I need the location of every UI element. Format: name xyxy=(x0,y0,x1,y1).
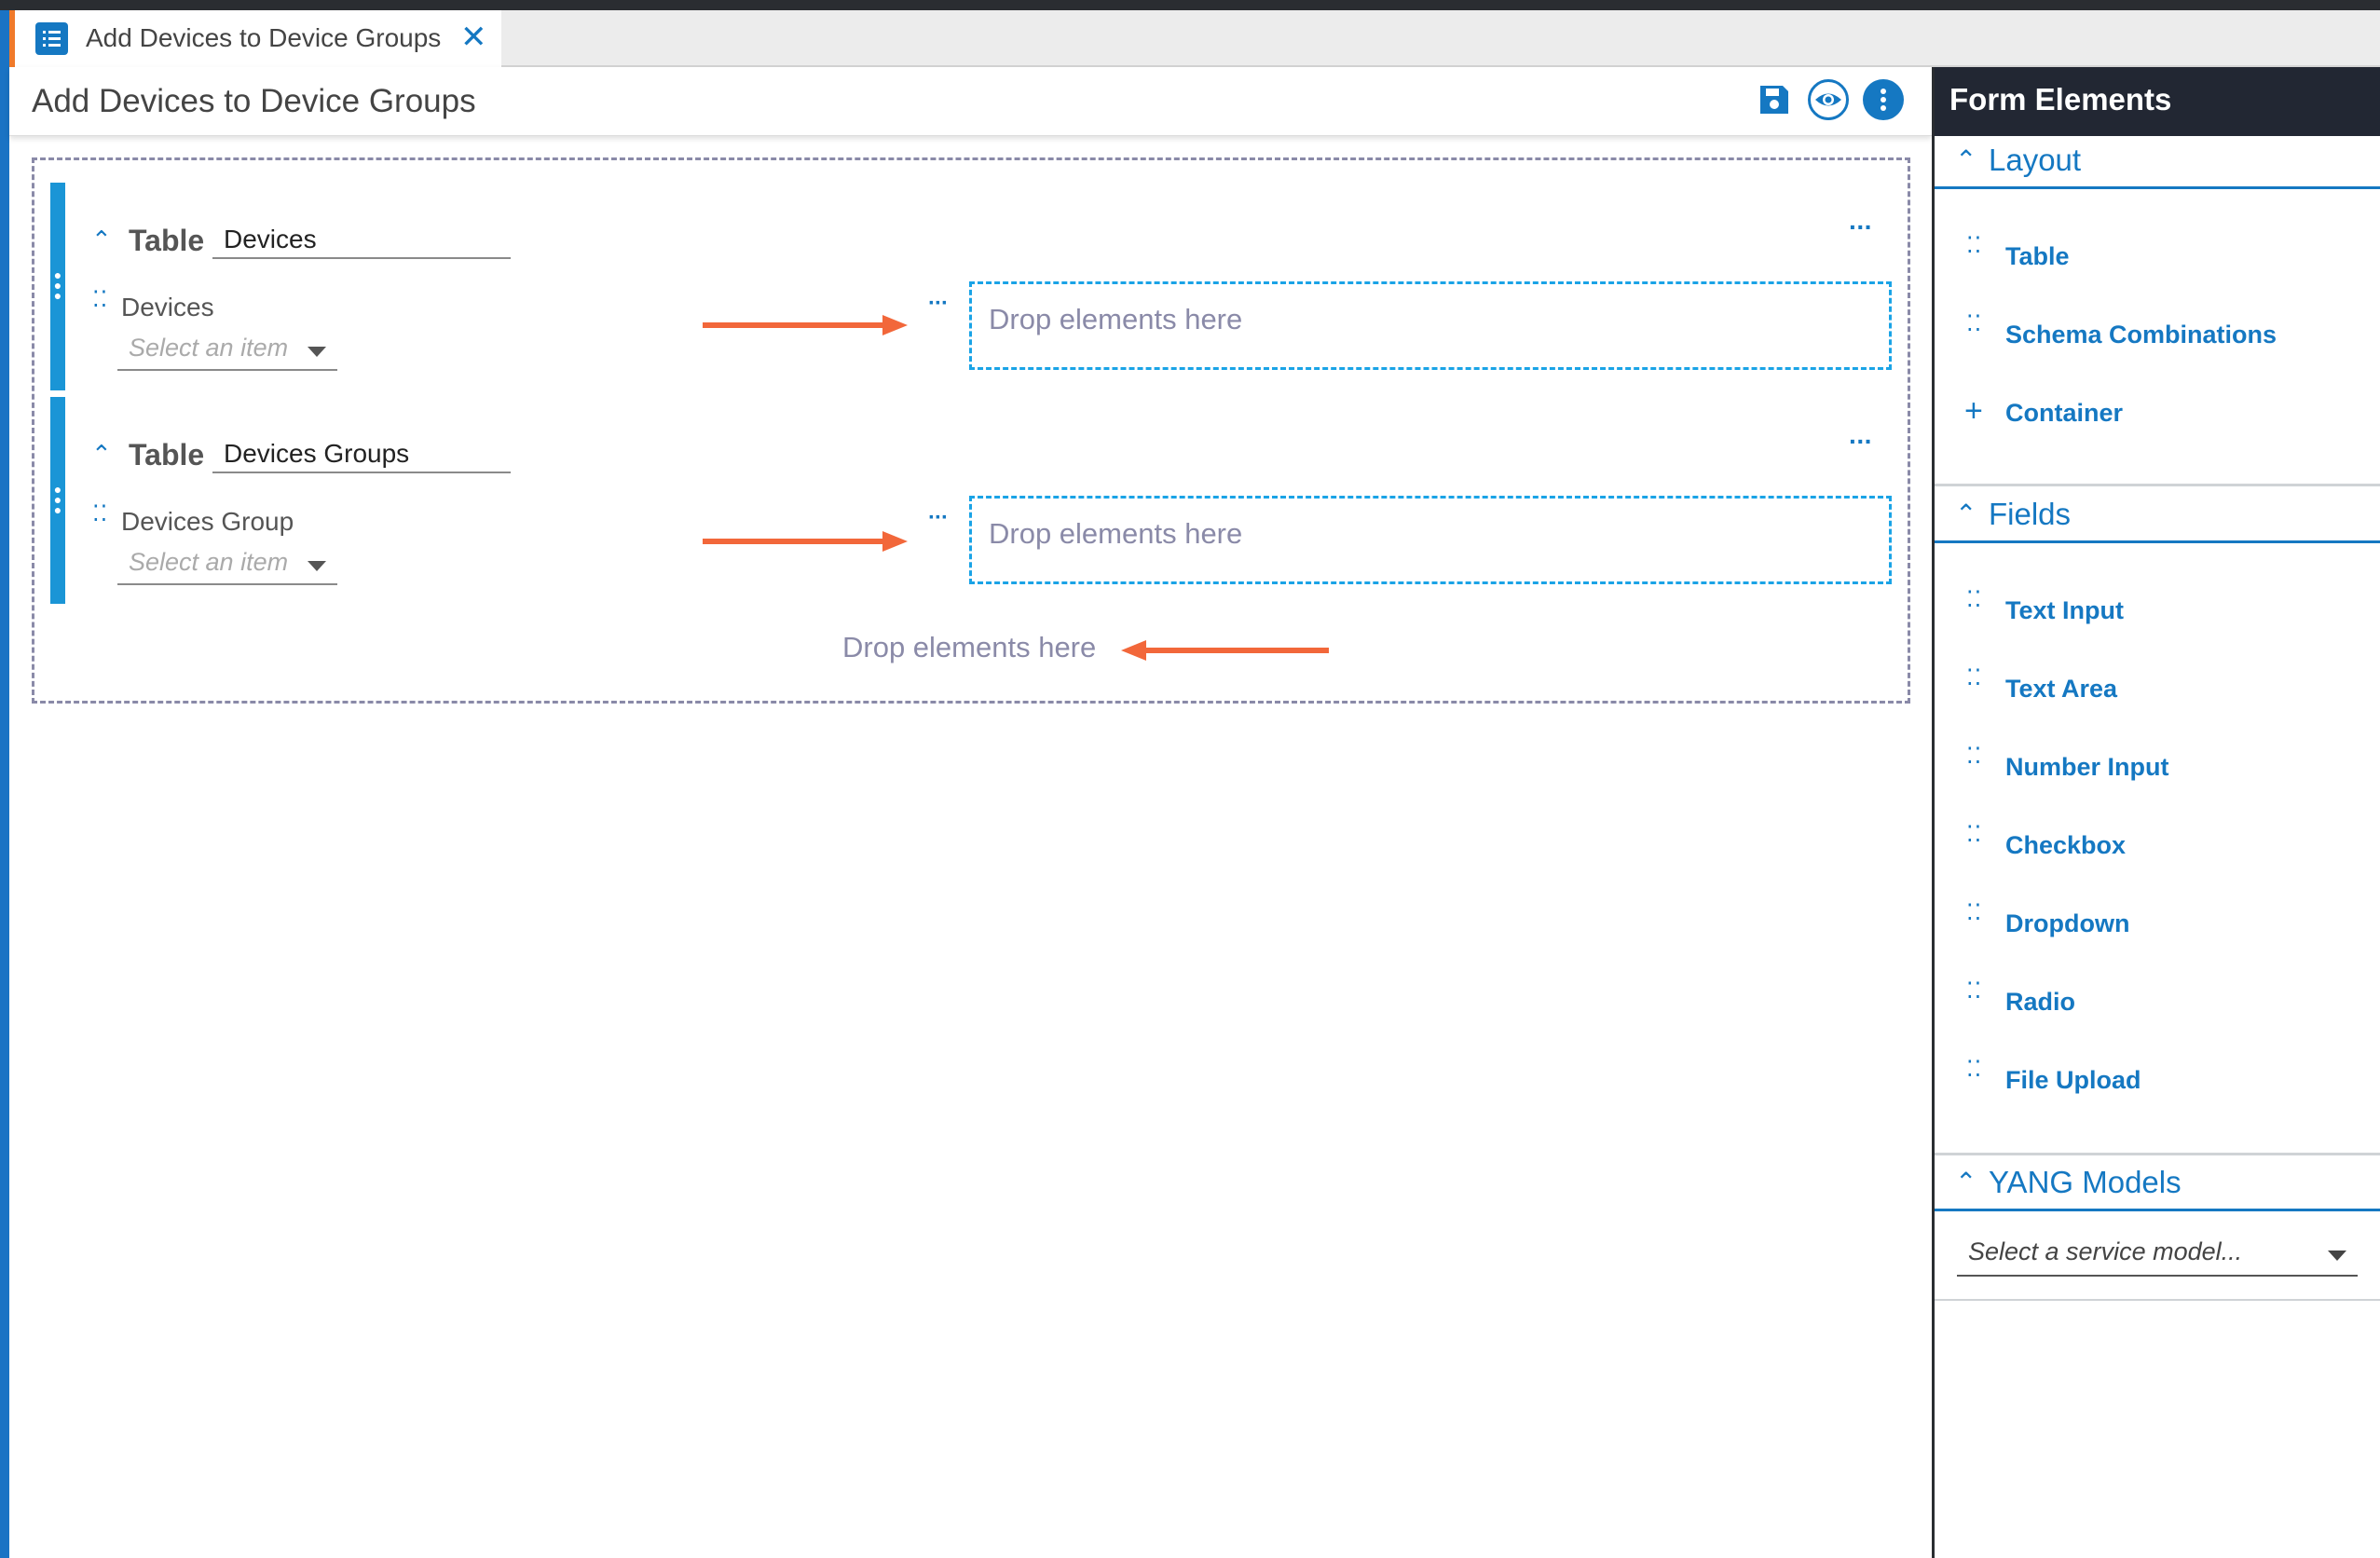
palette-item-label: Checkbox xyxy=(2005,831,2127,859)
palette-item-label: Schema Combinations xyxy=(2005,321,2277,348)
section-title: Fields xyxy=(1989,497,2072,531)
device-group-select[interactable]: Select an item xyxy=(117,546,337,585)
table-type-label: Table xyxy=(129,224,205,257)
collapse-chevron-icon[interactable]: ⌃ xyxy=(91,226,112,253)
section-layout-header[interactable]: ⌃ Layout xyxy=(1935,137,2380,189)
section-title: YANG Models xyxy=(1989,1165,2182,1199)
field-grip-icon[interactable]: ⁚⁚ xyxy=(92,287,109,312)
field-label: Devices xyxy=(121,293,214,321)
close-icon[interactable]: ✕ xyxy=(460,20,487,55)
palette-item-label: Container xyxy=(2005,399,2124,427)
select-placeholder: Select an item xyxy=(129,334,289,362)
drag-handle-icon[interactable]: ●●● xyxy=(53,267,62,303)
window-top-strip xyxy=(0,0,2380,10)
more-options-button[interactable] xyxy=(1863,79,1904,120)
select-placeholder: Select a service model... xyxy=(1968,1237,2243,1265)
drop-zone-text: Drop elements here xyxy=(989,517,1243,550)
grip-icon: ⁚⁚ xyxy=(1966,900,1983,925)
save-icon xyxy=(1760,86,1788,114)
panel-header xyxy=(1935,67,2380,136)
eye-icon xyxy=(1815,93,1841,106)
drop-zone[interactable]: Drop elements here xyxy=(969,281,1892,370)
palette-item-label: Number Input xyxy=(2005,753,2169,781)
collapse-chevron-icon[interactable]: ⌃ xyxy=(91,440,112,468)
grip-icon: ⁚⁚ xyxy=(1966,744,1983,769)
section-divider xyxy=(1935,484,2380,486)
field-more-icon[interactable]: ··· xyxy=(928,505,949,530)
caret-down-icon xyxy=(308,561,326,571)
section-divider xyxy=(1935,1299,2380,1301)
form-elements-panel xyxy=(1932,67,2380,1558)
tab-title: Add Devices to Device Groups xyxy=(86,23,442,52)
table-row-drag-bar[interactable] xyxy=(50,397,65,604)
table-row-drag-bar[interactable] xyxy=(50,183,65,390)
palette-item-label: Text Input xyxy=(2005,596,2124,624)
panel-title: Form Elements xyxy=(1949,82,2172,116)
service-model-select[interactable]: Select a service model... xyxy=(1957,1232,2358,1277)
section-divider xyxy=(1935,1153,2380,1155)
canvas-drop-text: Drop elements here xyxy=(842,631,1097,663)
form-canvas[interactable] xyxy=(32,157,1910,704)
editor-header xyxy=(9,67,1932,136)
drop-zone[interactable]: Drop elements here xyxy=(969,496,1892,584)
palette-item-label: Radio xyxy=(2005,988,2076,1016)
table-type-label: Table xyxy=(129,438,205,472)
section-title: Layout xyxy=(1989,143,2082,177)
chevron-up-icon: ⌃ xyxy=(1955,145,1977,174)
grip-icon: ⁚⁚ xyxy=(1966,822,1983,847)
page-title: Add Devices to Device Groups xyxy=(32,83,476,119)
grip-icon: ⁚⁚ xyxy=(1966,587,1983,612)
palette-item-label: Table xyxy=(2005,242,2070,270)
annotation-arrow-right xyxy=(703,315,908,335)
field-more-icon[interactable]: ··· xyxy=(928,291,949,316)
chevron-up-icon: ⌃ xyxy=(1955,1168,1977,1196)
section-yang-header[interactable]: ⌃ YANG Models xyxy=(1935,1159,2380,1211)
tab-add-devices[interactable]: Add Devices to Device Groups ✕ xyxy=(9,10,501,67)
left-accent-bar xyxy=(0,10,9,1558)
list-icon xyxy=(35,22,68,55)
grip-icon: ⁚⁚ xyxy=(1966,978,1983,1004)
caret-down-icon xyxy=(308,347,326,357)
table-more-icon[interactable]: ··· xyxy=(1849,212,1873,241)
table-name-input[interactable] xyxy=(212,222,511,259)
field-grip-icon[interactable]: ⁚⁚ xyxy=(92,501,109,526)
plus-icon: + xyxy=(1964,393,1983,429)
table-more-icon[interactable]: ··· xyxy=(1849,427,1873,456)
annotation-arrow-right xyxy=(703,531,908,552)
palette-item-label: Text Area xyxy=(2005,675,2118,703)
chevron-up-icon: ⌃ xyxy=(1955,499,1977,528)
caret-down-icon xyxy=(2328,1250,2346,1261)
grip-icon: ⁚⁚ xyxy=(1966,311,1983,336)
grip-icon: ⁚⁚ xyxy=(1966,665,1983,690)
devices-select[interactable]: Select an item xyxy=(117,332,337,371)
palette-item-label: Dropdown xyxy=(2005,909,2130,937)
grip-icon: ⁚⁚ xyxy=(1966,1057,1983,1082)
more-vertical-icon xyxy=(1881,89,1886,111)
save-button[interactable] xyxy=(1756,81,1793,118)
field-label: Devices Group xyxy=(121,507,294,536)
preview-button[interactable] xyxy=(1808,79,1849,120)
table-name-input[interactable] xyxy=(212,436,511,473)
section-fields-header[interactable]: ⌃ Fields xyxy=(1935,491,2380,543)
drag-handle-icon[interactable]: ●●● xyxy=(53,482,62,517)
grip-icon: ⁚⁚ xyxy=(1966,233,1983,258)
select-placeholder: Select an item xyxy=(129,548,289,576)
palette-item-label: File Upload xyxy=(2005,1066,2141,1094)
drop-zone-text: Drop elements here xyxy=(989,303,1243,335)
annotation-arrow-left xyxy=(1121,640,1329,661)
